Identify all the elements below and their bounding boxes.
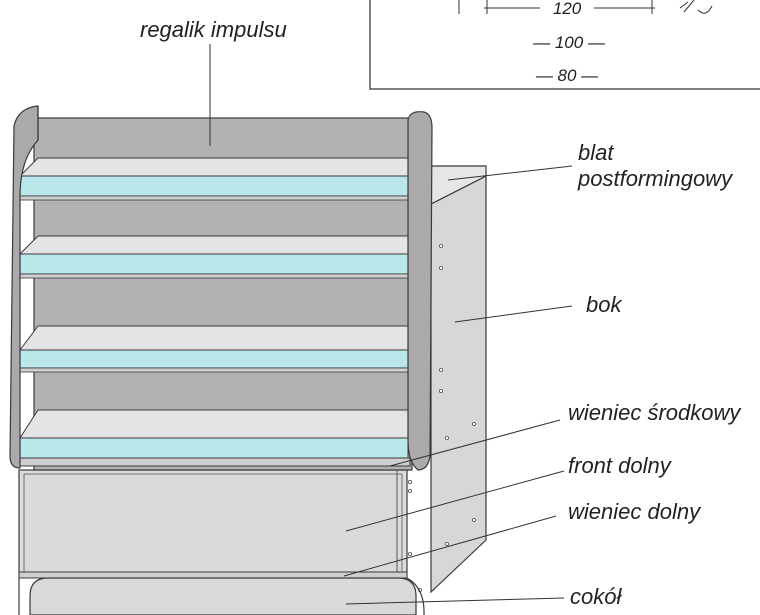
label-blat: blat bbox=[578, 140, 614, 165]
hole bbox=[438, 367, 443, 372]
shelf-1-edge bbox=[19, 175, 409, 197]
label-regalik-impulsu: regalik impulsu bbox=[140, 17, 287, 42]
labels: regalik impulsu blat postformingowy bok … bbox=[140, 17, 742, 609]
left-side-frame bbox=[9, 105, 39, 469]
hole bbox=[407, 552, 412, 557]
shelf-3-top bbox=[19, 325, 409, 351]
shelf-4-top bbox=[19, 409, 409, 439]
cokol-panel bbox=[29, 577, 417, 615]
side-panel-holes bbox=[407, 243, 476, 593]
hole bbox=[438, 388, 443, 393]
label-cokol: cokół bbox=[570, 584, 622, 609]
leader-wieniec-dolny bbox=[343, 515, 557, 577]
shelf-unit bbox=[9, 105, 433, 471]
label-postformingowy: postformingowy bbox=[577, 166, 734, 191]
label-bok: bok bbox=[586, 292, 622, 317]
leader-wieniec-srodkowy bbox=[389, 419, 561, 467]
inset-curve-mark bbox=[679, 0, 713, 14]
inset-frame bbox=[369, 0, 760, 90]
hole bbox=[471, 518, 476, 523]
label-wieniec-dolny: wieniec dolny bbox=[568, 499, 702, 524]
inset-dim-80: — 80 — bbox=[535, 66, 599, 85]
hole bbox=[438, 243, 443, 248]
label-front-dolny: front dolny bbox=[568, 453, 673, 478]
shelf-1-lip bbox=[19, 195, 409, 201]
cokol-right-leg bbox=[406, 577, 425, 615]
side-panel-face bbox=[430, 175, 487, 594]
leader-blat bbox=[447, 165, 573, 181]
hole bbox=[471, 421, 476, 426]
inset-dim-120: 120 bbox=[553, 0, 582, 18]
shelf-4-edge bbox=[19, 437, 409, 459]
front-dolny-inner bbox=[23, 473, 403, 573]
leader-cokol bbox=[345, 597, 565, 605]
side-panel bbox=[407, 165, 487, 594]
shelf-1-top bbox=[18, 157, 409, 177]
hole bbox=[444, 542, 449, 547]
dimension-inset: 120 — 100 — — 80 — bbox=[369, 0, 760, 90]
wieniec-srodkowy-strip bbox=[19, 457, 411, 467]
inset-dim-100: — 100 — bbox=[532, 33, 606, 52]
leader-front-dolny bbox=[345, 470, 565, 532]
shelf-3-edge bbox=[19, 349, 409, 369]
label-wieniec-srodkowy: wieniec środkowy bbox=[568, 400, 742, 425]
shelf-2-lip bbox=[19, 273, 409, 279]
lower-base bbox=[18, 469, 425, 615]
hole bbox=[407, 488, 412, 493]
shelf-2-top bbox=[18, 235, 409, 255]
hole bbox=[438, 265, 443, 270]
hole bbox=[444, 435, 449, 440]
leader-bok bbox=[454, 305, 573, 323]
right-side-frame bbox=[407, 111, 433, 471]
hole bbox=[407, 479, 412, 484]
leader-lines bbox=[209, 44, 573, 605]
shelf-3-lip bbox=[19, 367, 409, 373]
shelf-2-edge bbox=[19, 253, 409, 275]
